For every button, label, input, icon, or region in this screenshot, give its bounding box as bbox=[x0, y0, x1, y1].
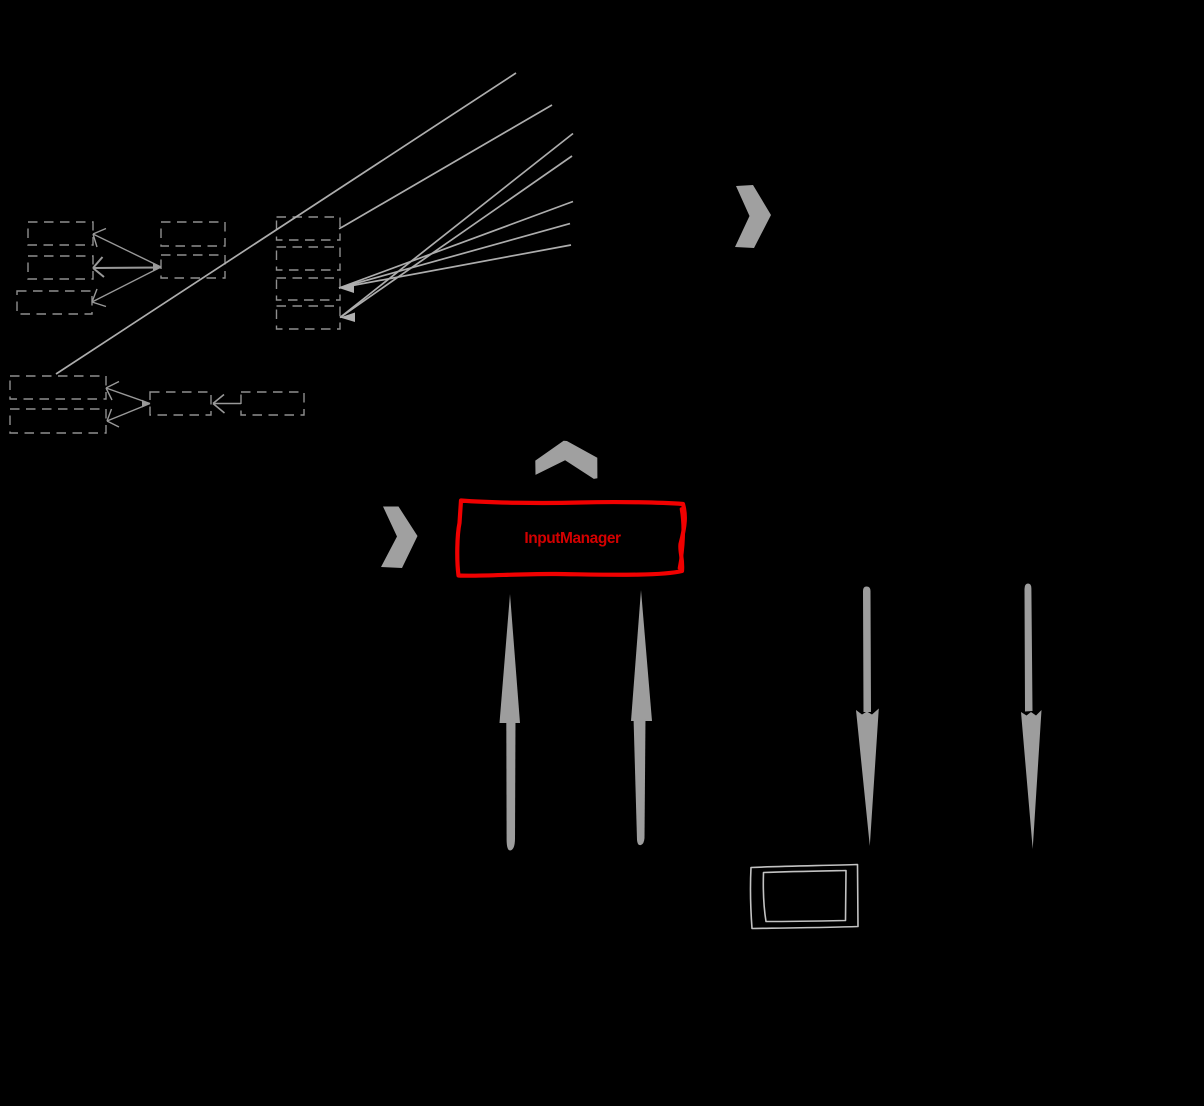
svg-text:InputManager: InputManager bbox=[524, 530, 621, 547]
